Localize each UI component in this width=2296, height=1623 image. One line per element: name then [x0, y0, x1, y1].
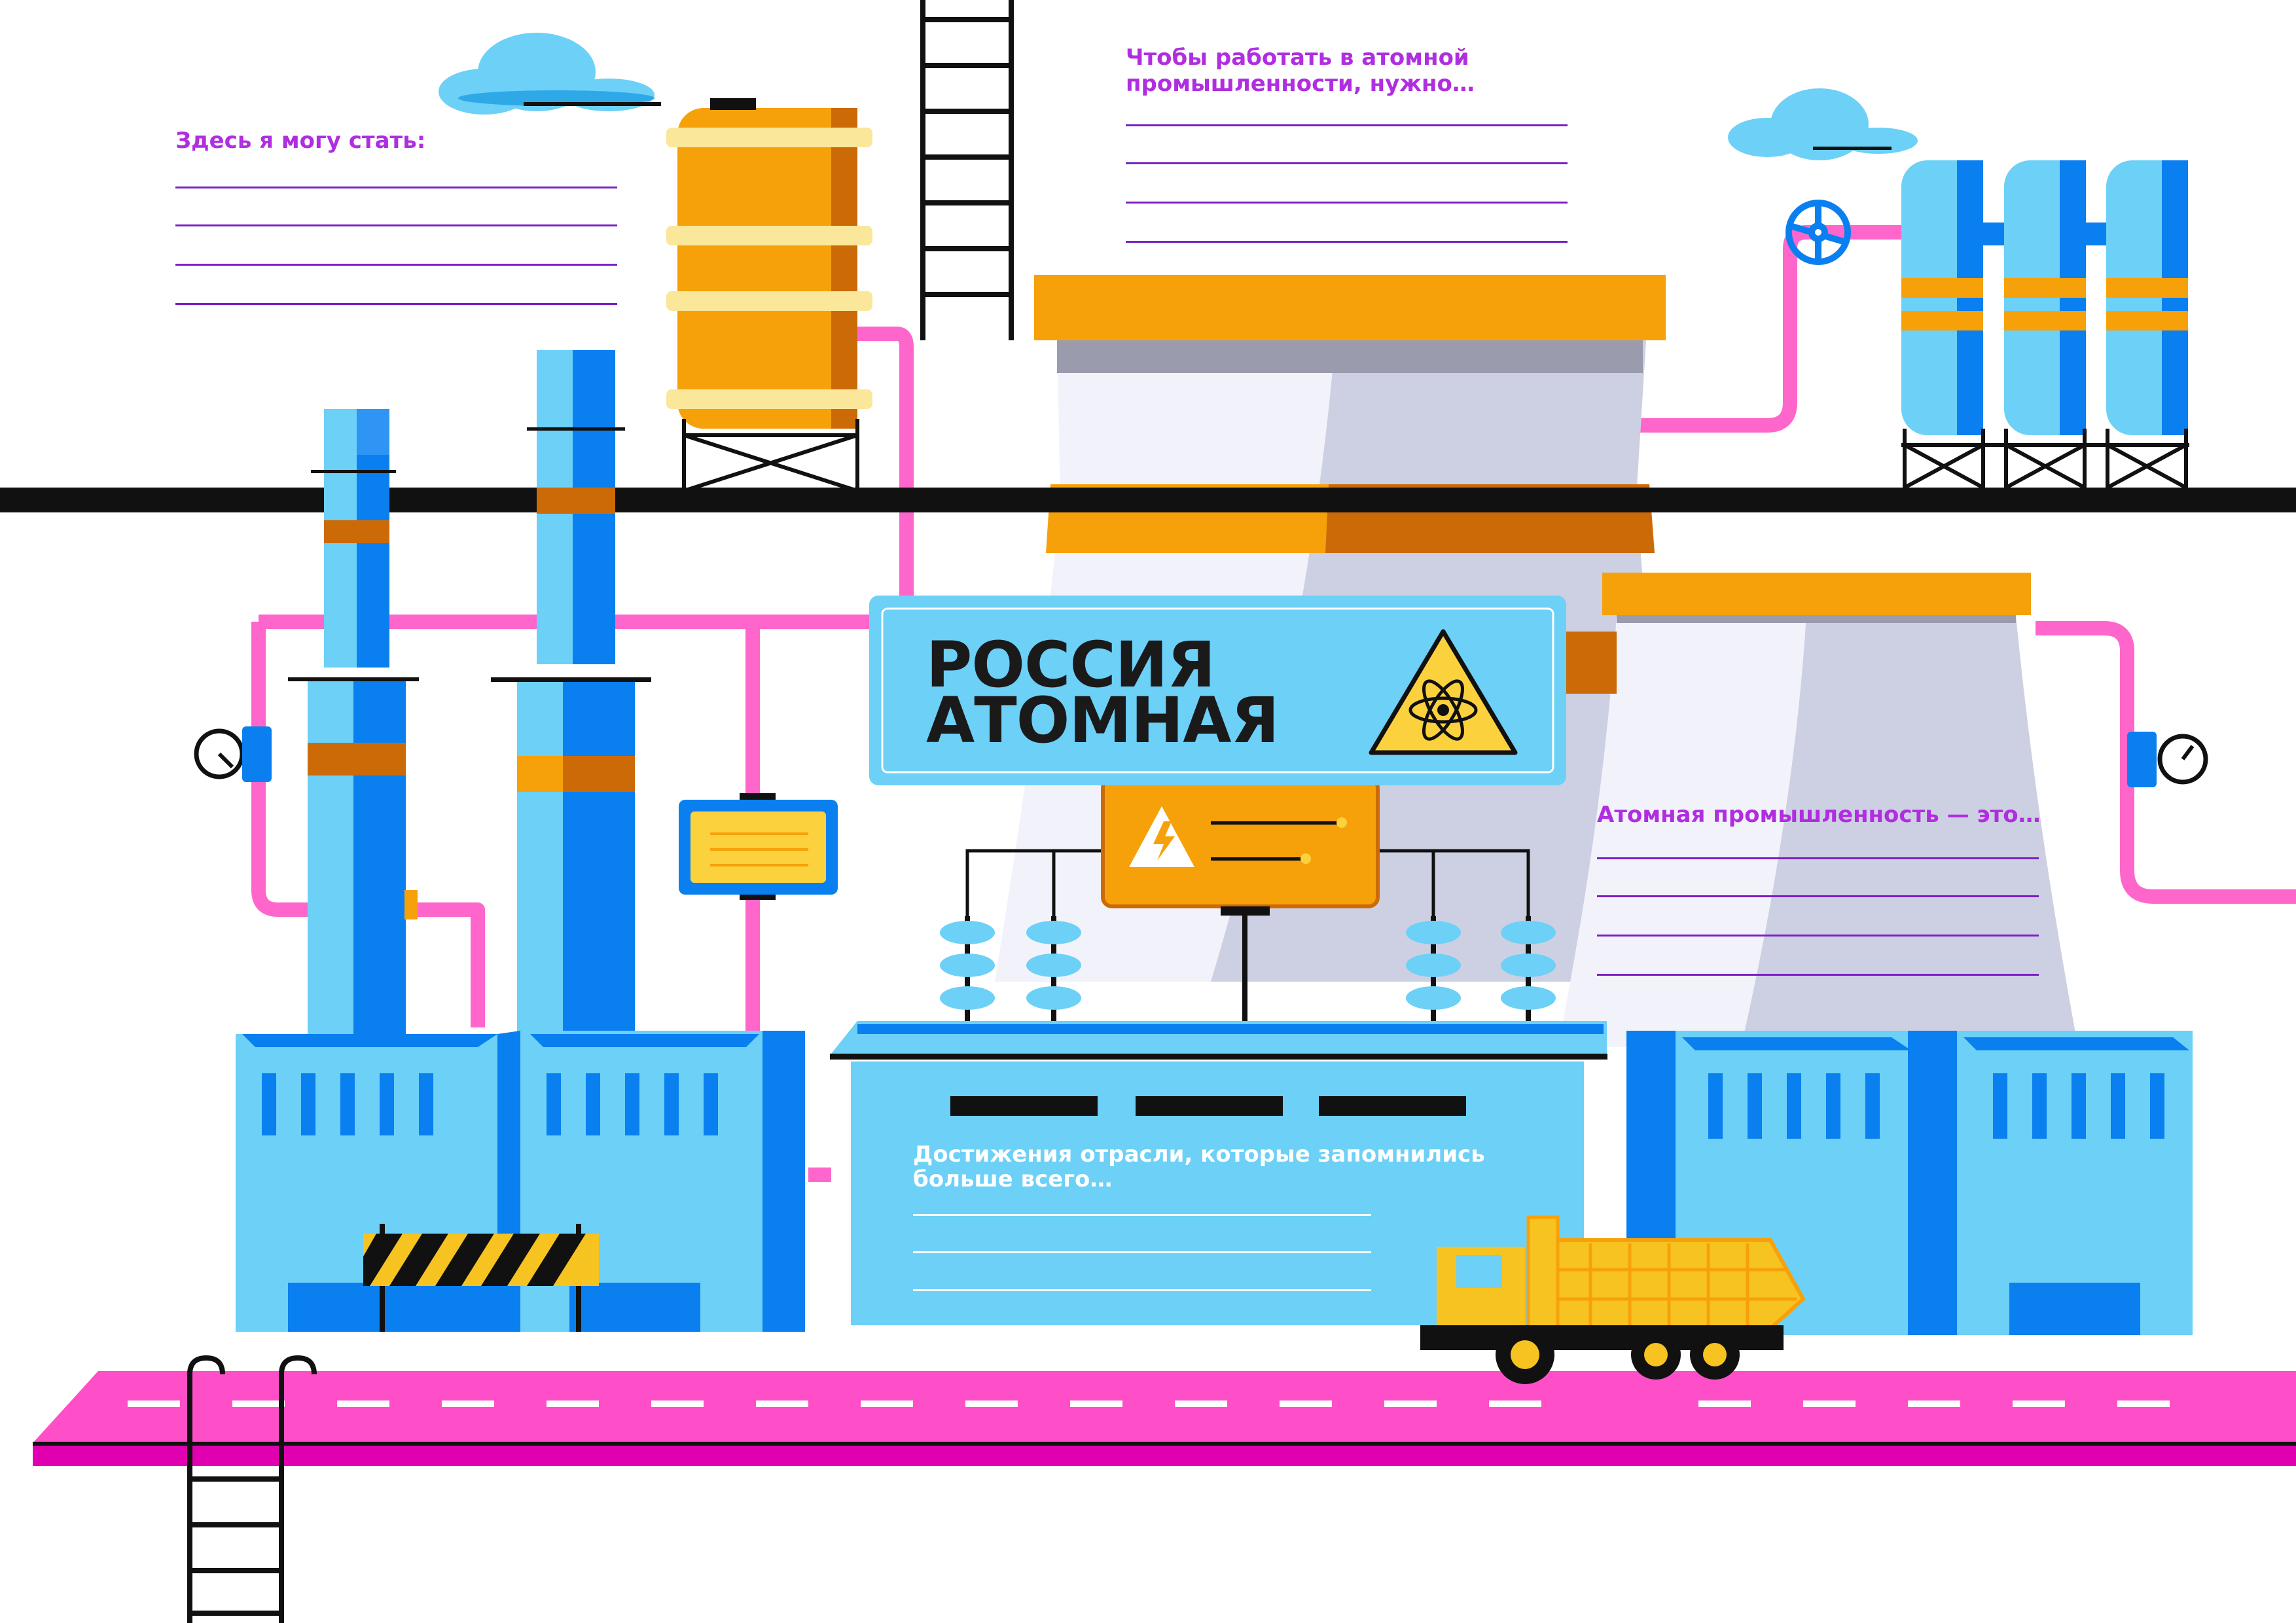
answer-line: [1126, 241, 1568, 243]
answer-line: [1597, 974, 2039, 976]
sign-title-line2: АТОМНАЯ: [926, 684, 1279, 757]
chimney: [491, 350, 651, 1060]
answer-line: [175, 303, 617, 305]
cloud-icon: [439, 33, 661, 115]
cooling-tower-small: [1558, 573, 2078, 1047]
answer-line: [175, 187, 617, 188]
answer-line: [913, 1214, 1371, 1216]
to-work-in-industry-label: Чтобы работать в атомной промышленности,…: [1126, 45, 1475, 97]
barrier-icon: [363, 1224, 599, 1332]
electrical-panel: [1101, 777, 1380, 916]
answer-line: [175, 264, 617, 266]
valve-wheel-icon: [1785, 200, 1851, 265]
high-voltage-warning-icon: [1129, 806, 1194, 867]
info-panel: [679, 793, 838, 900]
here-i-can-become-label: Здесь я могу стать:: [175, 128, 426, 154]
cloud-icon: [1728, 88, 1918, 160]
answer-line: [1597, 857, 2039, 859]
building-left: [236, 1031, 805, 1332]
pressure-gauge-icon: [2127, 732, 2208, 787]
answer-line: [1126, 124, 1568, 126]
answer-line: [1126, 162, 1568, 164]
water-tank: [666, 98, 872, 493]
pressure-gauge-icon: [194, 726, 272, 782]
answer-line: [175, 224, 617, 226]
answer-line: [1597, 895, 2039, 897]
road: [33, 1371, 2296, 1466]
achievements-label: Достижения отрасли, которые запомнились …: [913, 1141, 1485, 1192]
answer-line: [913, 1251, 1371, 1253]
central-building: [830, 1021, 1607, 1325]
radiation-warning-icon: [1369, 629, 1518, 755]
russia-atomic-sign: [869, 596, 1566, 785]
industry-is-label: Атомная промышленность — это…: [1597, 802, 2041, 828]
chimney: [288, 409, 419, 1060]
ladder-icon: [920, 0, 1014, 340]
answer-line: [1597, 935, 2039, 936]
power-insulators: [940, 849, 1556, 1034]
dump-truck-icon: [1420, 1215, 1806, 1384]
ladder-icon: [187, 1355, 317, 1623]
storage-cylinders: [1901, 160, 2189, 490]
sign-title-line1: РОССИЯ: [926, 628, 1215, 702]
answer-line: [1126, 202, 1568, 204]
answer-line: [913, 1289, 1371, 1291]
